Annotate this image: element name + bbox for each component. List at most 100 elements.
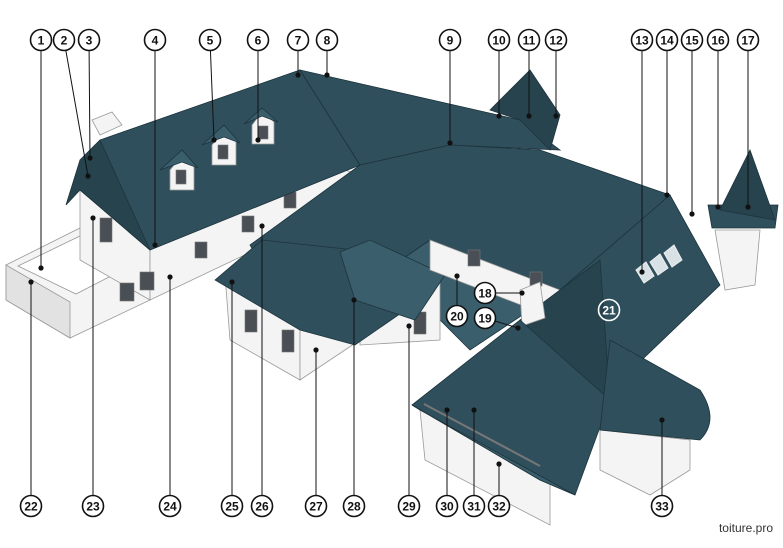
leader-dot-12 <box>553 113 559 119</box>
callout-circle-5 <box>198 28 222 52</box>
callout-26: 26 <box>250 494 274 518</box>
callout-number-12: 12 <box>549 34 563 48</box>
callout-number-15: 15 <box>685 34 699 48</box>
leader-dot-16 <box>715 204 721 210</box>
callout-circle-32 <box>487 494 511 518</box>
callout-number-9: 9 <box>447 34 454 48</box>
callout-7: 7 <box>286 28 310 52</box>
building-drawing <box>5 69 779 526</box>
leader-dot-26 <box>259 223 265 229</box>
callout-circle-15 <box>680 28 704 52</box>
leader-dot-1 <box>38 265 44 271</box>
leader-line-3 <box>88 39 91 159</box>
callout-circle-13 <box>630 28 654 52</box>
callout-circle-11 <box>517 28 541 52</box>
callout-number-22: 22 <box>24 500 38 514</box>
callout-25: 25 <box>220 494 244 518</box>
callout-4: 4 <box>143 28 167 52</box>
leader-dot-17 <box>745 204 751 210</box>
callout-number-19: 19 <box>478 312 492 326</box>
callout-number-24: 24 <box>163 500 177 514</box>
callout-circle-2 <box>52 28 76 52</box>
leader-dot-31 <box>471 407 477 413</box>
callout-number-20: 20 <box>450 310 464 324</box>
callout-number-5: 5 <box>207 34 214 48</box>
leader-dot-28 <box>351 297 357 303</box>
callout-number-33: 33 <box>655 500 669 514</box>
callout-number-27: 27 <box>309 500 323 514</box>
callout-circle-21 <box>597 298 621 322</box>
callout-29: 29 <box>397 494 421 518</box>
callout-number-26: 26 <box>255 500 269 514</box>
leader-dot-32 <box>496 461 502 467</box>
leader-dot-29 <box>406 323 412 329</box>
callout-number-11: 11 <box>523 34 536 48</box>
leader-dot-13 <box>639 269 645 275</box>
callout-12: 12 <box>544 28 568 52</box>
callout-number-16: 16 <box>711 34 725 48</box>
callout-circle-7 <box>286 28 310 52</box>
callout-23: 23 <box>81 494 105 518</box>
callout-number-28: 28 <box>347 500 361 514</box>
leader-dot-10 <box>496 113 502 119</box>
callout-32: 32 <box>487 494 511 518</box>
leader-dot-8 <box>324 72 330 78</box>
callout-circle-14 <box>655 28 679 52</box>
leader-dot-22 <box>28 279 34 285</box>
callout-number-29: 29 <box>402 500 416 514</box>
callout-circle-6 <box>246 28 270 52</box>
leader-dot-20 <box>454 273 460 279</box>
callout-circle-28 <box>342 494 366 518</box>
callout-circle-33 <box>650 494 674 518</box>
callout-circle-24 <box>158 494 182 518</box>
callout-30: 30 <box>435 494 459 518</box>
callout-number-18: 18 <box>478 287 492 301</box>
callout-31: 31 <box>462 494 486 518</box>
leader-dot-18 <box>519 290 525 296</box>
leader-dot-11 <box>526 113 532 119</box>
callout-24: 24 <box>158 494 182 518</box>
callout-circle-9 <box>438 28 462 52</box>
callout-20: 20 <box>445 304 469 328</box>
callout-21: 21 <box>597 298 621 322</box>
leader-line-5 <box>209 39 215 141</box>
callout-22: 22 <box>19 494 43 518</box>
callout-number-7: 7 <box>295 34 302 48</box>
leader-dot-27 <box>313 347 319 353</box>
callout-number-32: 32 <box>492 500 506 514</box>
callout-17: 17 <box>736 28 760 52</box>
leader-dot-33 <box>659 417 665 423</box>
callout-number-6: 6 <box>255 34 262 48</box>
callout-18: 18 <box>473 281 497 305</box>
callout-circle-29 <box>397 494 421 518</box>
callout-number-4: 4 <box>152 34 159 48</box>
callout-circle-27 <box>304 494 328 518</box>
leader-dot-9 <box>447 140 453 146</box>
callout-6: 6 <box>246 28 270 52</box>
callout-number-1: 1 <box>38 34 45 48</box>
callout-3: 3 <box>77 28 101 52</box>
callout-14: 14 <box>655 28 679 52</box>
callout-number-23: 23 <box>86 500 100 514</box>
callout-15: 15 <box>680 28 704 52</box>
callout-circle-4 <box>143 28 167 52</box>
watermark: toiture.pro <box>718 521 773 535</box>
callout-circle-25 <box>220 494 244 518</box>
leader-dot-5 <box>211 137 217 143</box>
leader-dot-6 <box>255 137 261 143</box>
callout-circle-26 <box>250 494 274 518</box>
callout-circle-19 <box>473 306 497 330</box>
leader-dot-23 <box>90 215 96 221</box>
callout-circle-18 <box>473 281 497 305</box>
callout-33: 33 <box>650 494 674 518</box>
callout-number-17: 17 <box>741 34 755 48</box>
callout-circle-16 <box>706 28 730 52</box>
callout-number-25: 25 <box>225 500 239 514</box>
callout-13: 13 <box>630 28 654 52</box>
callout-number-21: 21 <box>602 304 616 318</box>
callout-19: 19 <box>473 306 497 330</box>
callout-circle-1 <box>29 28 53 52</box>
callout-number-10: 10 <box>492 34 506 48</box>
